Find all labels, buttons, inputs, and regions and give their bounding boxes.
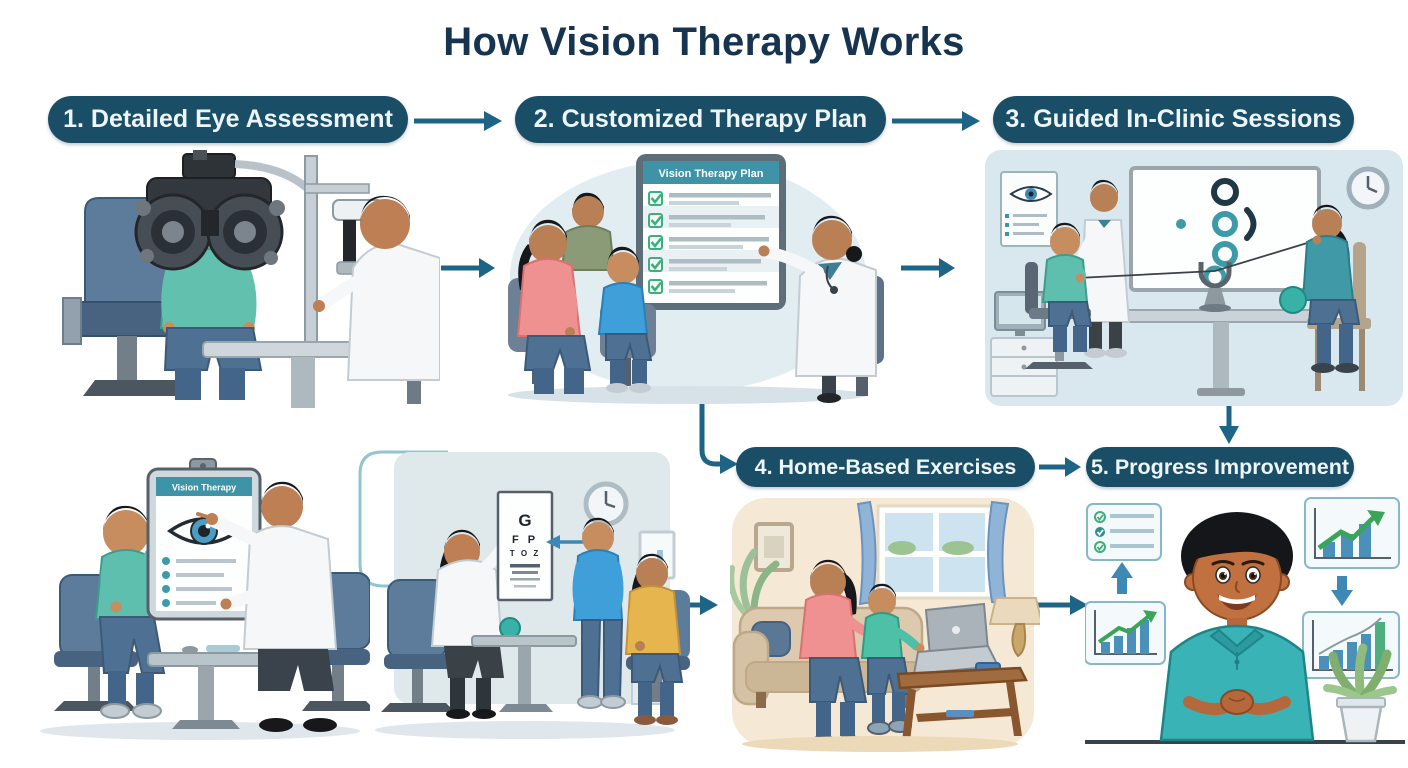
child-figure bbox=[572, 517, 626, 709]
checklist-card-icon bbox=[1086, 503, 1162, 561]
eye-poster bbox=[1000, 171, 1058, 247]
arrow-right-icon bbox=[892, 111, 980, 131]
step-pill-2: 2. Customized Therapy Plan bbox=[515, 96, 886, 143]
stethoscope-icon bbox=[825, 265, 833, 289]
vision-chart-whiteboard bbox=[1129, 166, 1321, 292]
eye-chart-row-3: T O Z bbox=[510, 549, 540, 558]
arrow-right-icon bbox=[901, 258, 955, 278]
arrow-elbow-down-right-icon bbox=[699, 402, 738, 474]
panel-eye-assessment bbox=[62, 150, 440, 408]
panel-therapy-plan: Vision Therapy Plan bbox=[508, 154, 884, 404]
brock-string bbox=[1076, 239, 1318, 279]
panel-eye-chart-demo: G F P T O Z bbox=[375, 452, 690, 739]
arrow-right-icon bbox=[441, 258, 495, 278]
child-figure bbox=[597, 246, 653, 393]
coffee-table bbox=[896, 662, 1028, 742]
child-figure bbox=[1025, 222, 1093, 369]
panel-progress bbox=[1085, 497, 1405, 744]
step-pill-5: 5. Progress Improvement bbox=[1086, 447, 1354, 487]
arrow-up-icon bbox=[1111, 562, 1133, 594]
panel-clinic-session bbox=[985, 150, 1403, 406]
father-figure bbox=[560, 192, 616, 271]
arrow-right-icon bbox=[1038, 595, 1088, 615]
window bbox=[856, 500, 1010, 606]
office-chair bbox=[381, 579, 460, 712]
phoropter-icon bbox=[134, 150, 310, 271]
clipboard-title: Vision Therapy bbox=[172, 483, 236, 493]
pedestal-table bbox=[147, 645, 267, 729]
checklist-rows bbox=[648, 191, 771, 294]
panel-home-exercises bbox=[730, 498, 1040, 752]
table bbox=[1116, 309, 1333, 396]
panel-connector-line bbox=[358, 450, 448, 588]
rug bbox=[742, 736, 1018, 752]
panel-plan-review: Vision Therapy bbox=[40, 458, 370, 740]
table-edge bbox=[1085, 740, 1405, 744]
eye-chart-card: G F P T O Z bbox=[496, 490, 554, 602]
arrow-right-icon bbox=[414, 111, 502, 131]
mother-figure bbox=[624, 553, 690, 725]
doctor-figure bbox=[196, 481, 338, 732]
eye-chart-row-1: G bbox=[518, 511, 531, 530]
happy-child-figure bbox=[1159, 512, 1315, 742]
curtain-left bbox=[856, 500, 877, 606]
growth-chart-icon bbox=[1304, 497, 1400, 569]
gaze-arrow-icon bbox=[546, 535, 584, 549]
lamp-icon bbox=[988, 597, 1040, 658]
step-pill-3: 3. Guided In-Clinic Sessions bbox=[993, 96, 1354, 143]
therapy-ball-icon bbox=[1279, 286, 1307, 314]
bar-chart-up-icon bbox=[1085, 601, 1166, 665]
board-title: Vision Therapy Plan bbox=[659, 168, 764, 180]
arrow-down-icon bbox=[1331, 576, 1353, 606]
houseplant-icon bbox=[730, 548, 780, 615]
clock-icon bbox=[583, 481, 629, 527]
doctor-figure bbox=[758, 215, 884, 403]
doctor-figure bbox=[313, 195, 440, 404]
step-pill-4: 4. Home-Based Exercises bbox=[736, 447, 1035, 487]
step-pill-1: 1. Detailed Eye Assessment bbox=[48, 96, 408, 143]
doctor-figure bbox=[1075, 179, 1131, 358]
page-title: How Vision Therapy Works bbox=[443, 20, 965, 64]
mother-figure bbox=[516, 219, 592, 394]
therapy-plan-board: Vision Therapy Plan bbox=[636, 154, 786, 310]
clock-icon bbox=[1346, 166, 1390, 210]
chart-stand bbox=[1198, 262, 1232, 312]
slit-lamp-icon bbox=[304, 155, 395, 345]
potted-plant-icon bbox=[1323, 643, 1397, 743]
eye-chart-row-2: F P bbox=[512, 534, 538, 546]
therapist-figure bbox=[1279, 204, 1371, 391]
arrow-right-icon bbox=[1039, 457, 1081, 477]
wall-frame bbox=[754, 522, 794, 572]
small-table bbox=[471, 617, 577, 712]
